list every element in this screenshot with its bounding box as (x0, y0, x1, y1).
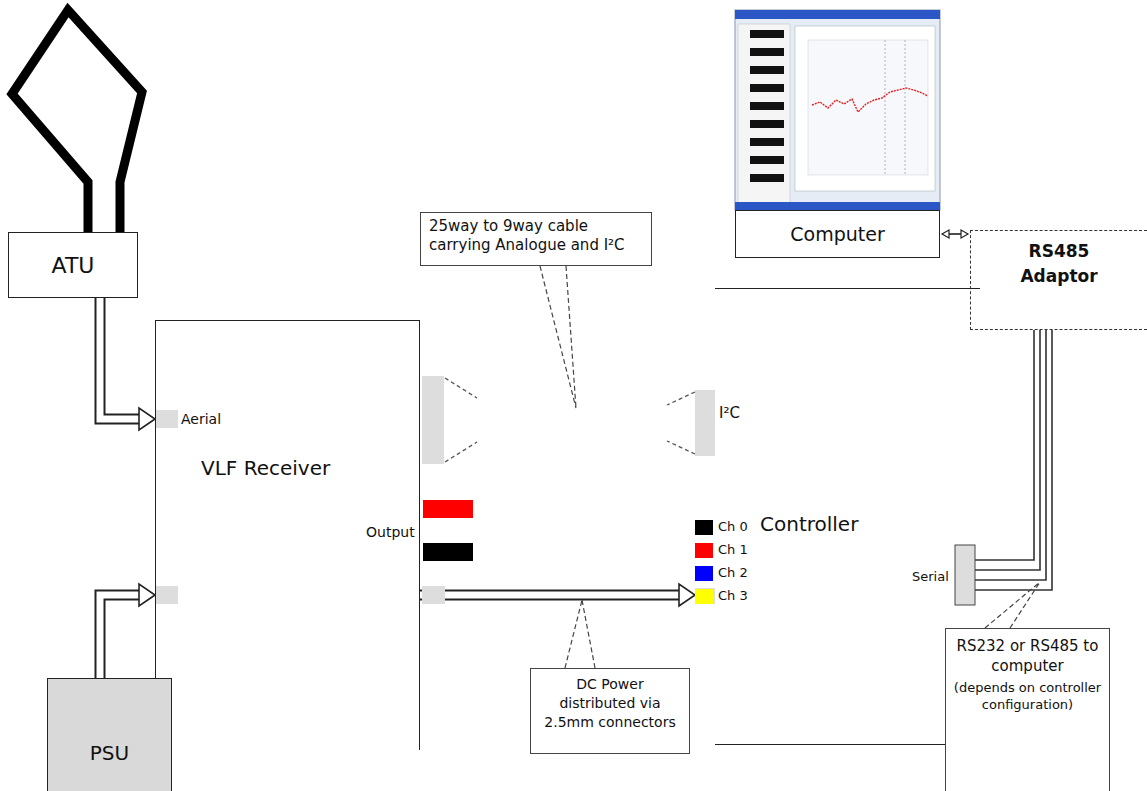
unit-box: PSU (47, 678, 172, 791)
controller-rail (715, 744, 980, 745)
node-label: Computer (790, 223, 884, 245)
node-label: RS232 or RS485 to computer (952, 637, 1103, 676)
loop-antenna (12, 10, 142, 232)
callout-box: DC Power distributed via 2.5mm connector… (530, 668, 690, 754)
channel-label: Ch 0 (718, 519, 748, 534)
node-label: ATU (52, 253, 95, 278)
connector (100, 298, 155, 430)
connector (100, 584, 155, 678)
channel-swatch (695, 566, 713, 581)
port-label: I²C (719, 404, 740, 422)
node-note: (depends on controller configuration) (952, 680, 1103, 714)
aerial-socket (155, 410, 178, 428)
node-label: PSU (48, 741, 171, 765)
d9-connector (695, 390, 715, 456)
node-label: 25way to 9way cable carrying Analogue an… (429, 217, 643, 255)
node-label: RS485 Adaptor (989, 239, 1129, 288)
power-socket (695, 588, 715, 604)
serial-connector (955, 545, 975, 605)
power-socket (155, 586, 178, 604)
connector (420, 584, 695, 606)
connector (942, 230, 968, 238)
callout-pointer (565, 600, 595, 668)
callout-box: RS232 or RS485 to computer (depends on co… (945, 628, 1110, 791)
plug-outline (667, 392, 695, 454)
adaptor-box: RS485 Adaptor (970, 230, 1147, 330)
channel-label: Ch 2 (718, 565, 748, 580)
output-socket (423, 543, 473, 561)
port-label: Serial (912, 569, 949, 584)
node-label: Controller (760, 512, 858, 536)
d25-connector (422, 376, 444, 464)
node-label: VLF Receiver (201, 456, 330, 480)
port-label: Output (366, 524, 415, 540)
unit-box: Computer (735, 210, 940, 258)
output-socket (423, 500, 473, 518)
channel-swatch (695, 543, 713, 558)
channel-swatch (695, 589, 713, 604)
unit-box: ATU (8, 232, 138, 298)
channel-label: Ch 3 (718, 588, 748, 603)
connector (975, 330, 1052, 590)
port-label: Aerial (181, 411, 221, 427)
channel-label: Ch 1 (718, 542, 748, 557)
callout-box: 25way to 9way cable carrying Analogue an… (420, 212, 652, 266)
controller-rail (715, 288, 980, 289)
unit-box: Controller (695, 288, 975, 745)
power-socket (422, 586, 445, 604)
channel-swatch (695, 520, 713, 535)
node-label: DC Power distributed via 2.5mm connector… (537, 675, 683, 732)
plug-outline (445, 378, 477, 462)
callout-pointer (540, 266, 576, 408)
screenshot (735, 10, 940, 210)
callout-pointer (985, 582, 1040, 628)
